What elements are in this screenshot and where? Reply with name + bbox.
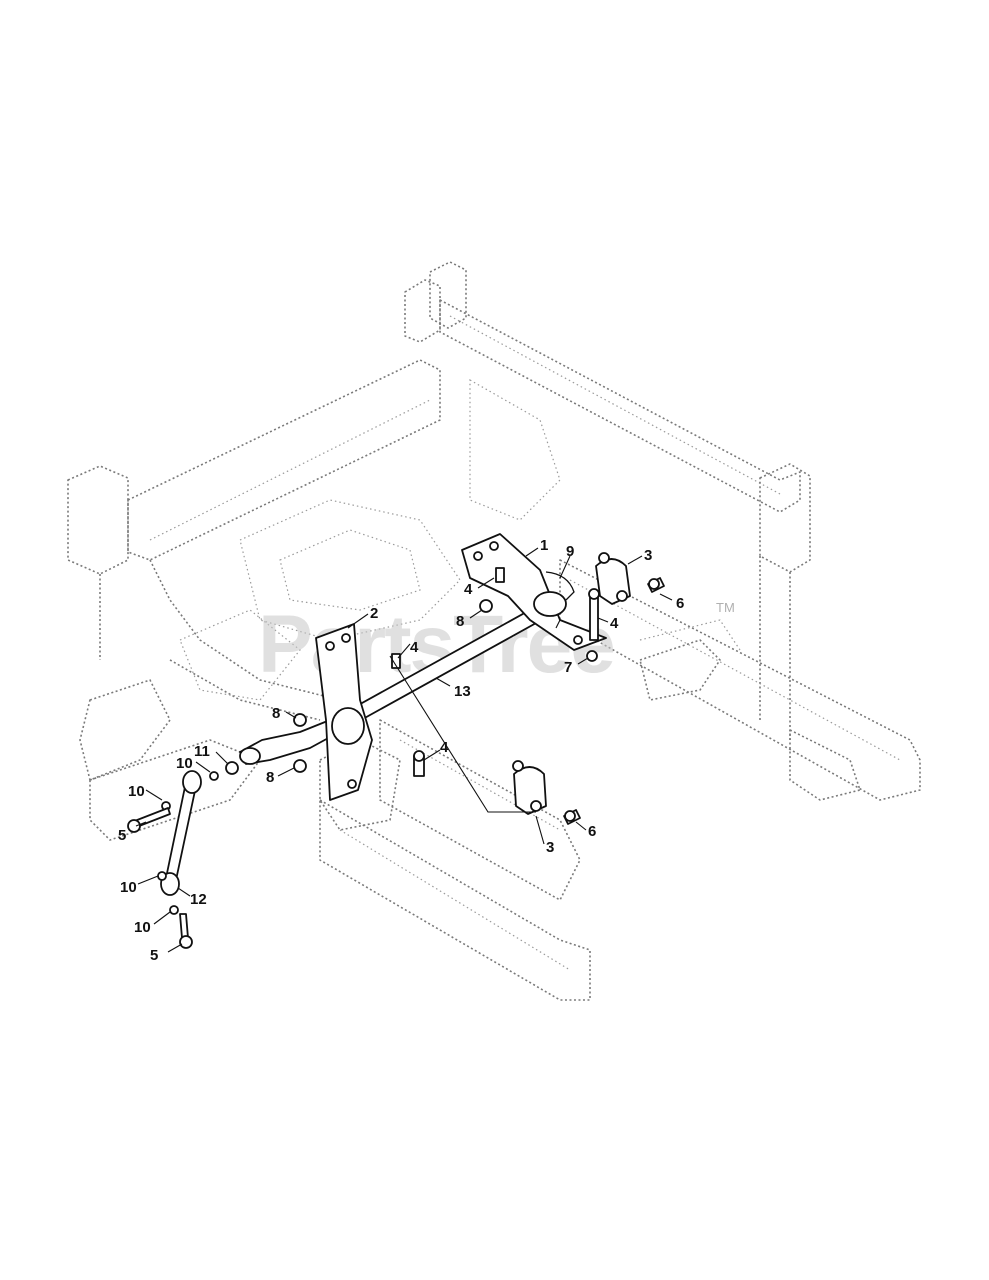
- link-rod: [165, 781, 197, 881]
- callout-6: 6: [588, 823, 596, 840]
- callout-9: 9: [566, 543, 574, 560]
- bolt-4-b: [589, 595, 599, 641]
- nut-8-c: [293, 759, 307, 773]
- callout-2: 2: [370, 605, 378, 622]
- callout-12: 12: [190, 891, 207, 908]
- leader-lines: [135, 547, 673, 953]
- bolt-4-a: [495, 567, 505, 583]
- bolt-5-b: [179, 913, 189, 939]
- callout-10: 10: [134, 919, 151, 936]
- callout-7: 7: [564, 659, 572, 676]
- callout-3: 3: [644, 547, 652, 564]
- callout-4: 4: [440, 739, 449, 756]
- callout-3: 3: [546, 839, 554, 856]
- callout-8: 8: [272, 705, 280, 722]
- callout-6: 6: [676, 595, 684, 612]
- callout-10: 10: [120, 879, 137, 896]
- callout-8: 8: [456, 613, 464, 630]
- callout-4: 4: [464, 581, 473, 598]
- bushing-left: [331, 707, 365, 745]
- callout-4: 4: [410, 639, 419, 656]
- callout-11: 11: [194, 743, 210, 760]
- callout-4: 4: [610, 615, 619, 632]
- callout-13: 13: [454, 683, 471, 700]
- nut-8-a: [479, 599, 493, 613]
- washer-10-d: [169, 905, 179, 915]
- callout-5: 5: [150, 947, 158, 964]
- spacer-11: [225, 761, 239, 775]
- callout-10: 10: [176, 755, 193, 772]
- washer-10-c: [157, 871, 167, 881]
- nut-8-b: [293, 713, 307, 727]
- watermark-trademark: TM: [716, 600, 735, 615]
- parts: [127, 533, 665, 949]
- bracket-right: [461, 533, 607, 651]
- nut-7: [586, 650, 598, 662]
- bushing-right: [533, 591, 567, 617]
- callout-5: 5: [118, 827, 126, 844]
- callout-1: 1: [540, 537, 548, 554]
- callout-10: 10: [128, 783, 145, 800]
- washer-10-a: [209, 771, 219, 781]
- callouts: 1 2 3 3 4 4 4 4 5 5 6 6 7 8 8 8 9 10 10 …: [118, 537, 684, 964]
- callout-8: 8: [266, 769, 274, 786]
- bar-end: [239, 747, 261, 765]
